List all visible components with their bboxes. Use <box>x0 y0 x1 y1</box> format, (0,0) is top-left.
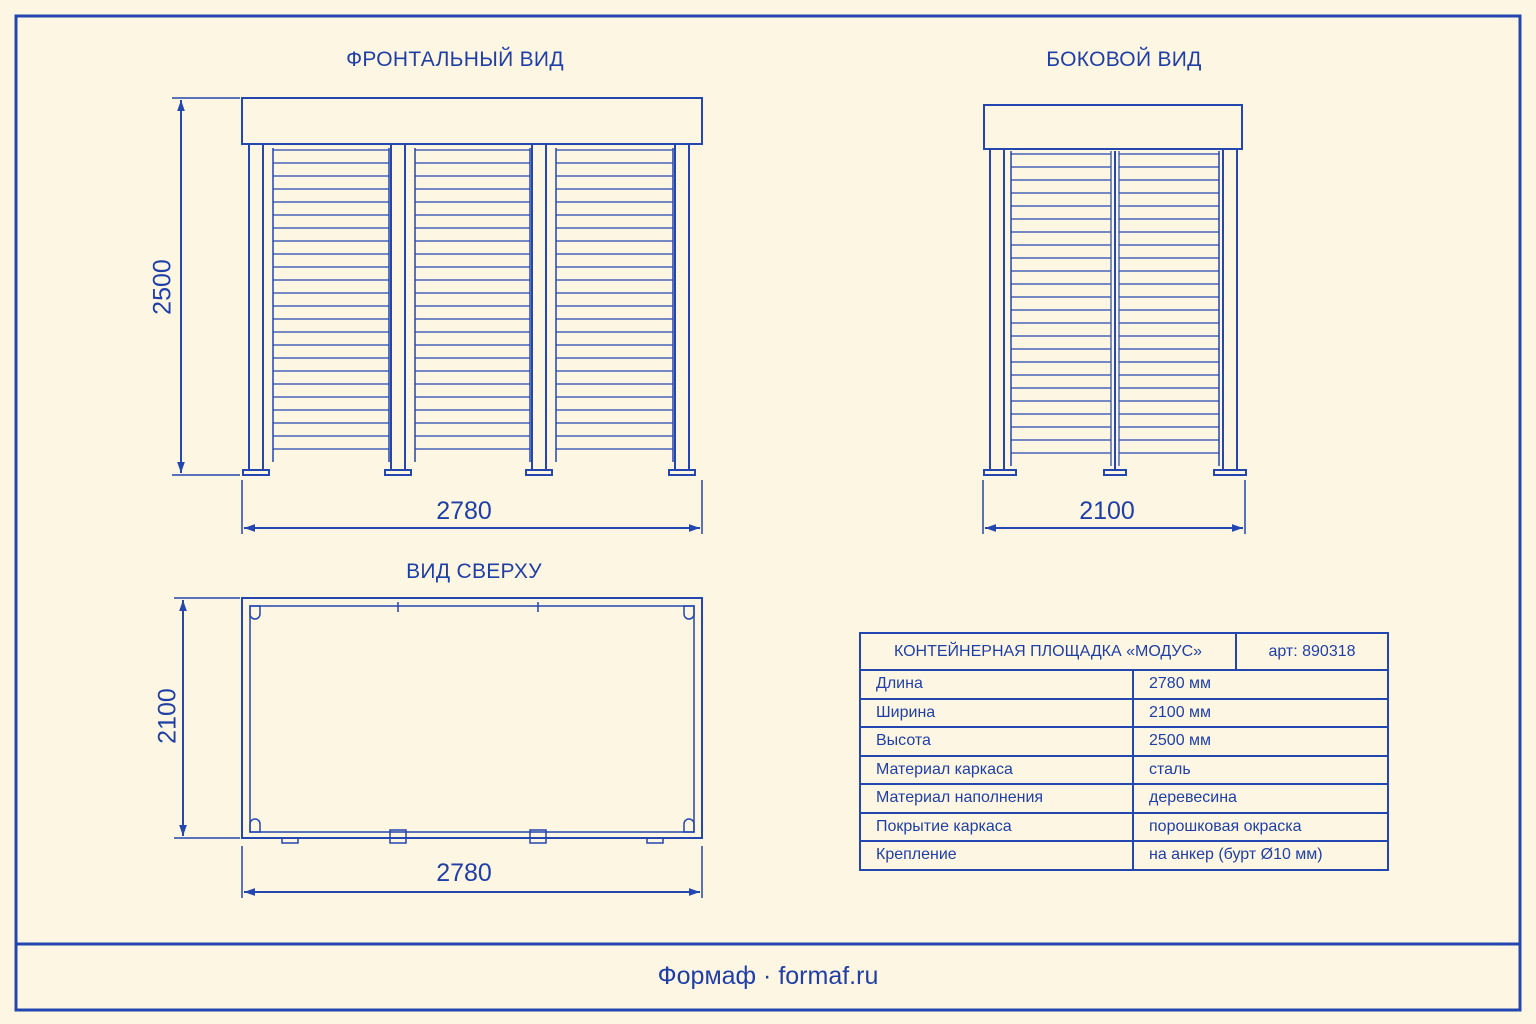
spec-value: деревесина <box>1132 783 1389 814</box>
top-view-title: ВИД СВЕРХУ <box>406 560 542 583</box>
side-view-drawing <box>982 104 1247 534</box>
front-post-base <box>384 469 412 476</box>
spec-param: Крепление <box>859 840 1134 871</box>
front-post-base <box>525 469 553 476</box>
top-corner-posts <box>249 605 695 833</box>
front-slats <box>272 148 674 462</box>
sheet-frame <box>14 14 1522 1012</box>
side-posts <box>983 148 1247 476</box>
front-post-base <box>242 469 270 476</box>
front-view-drawing <box>172 97 703 534</box>
spec-value: 2100 мм <box>1132 697 1389 728</box>
side-post <box>989 148 1005 471</box>
front-post <box>390 143 406 471</box>
top-view-drawing <box>174 597 703 898</box>
top-inner-outline <box>249 605 695 833</box>
spec-value: сталь <box>1132 754 1389 785</box>
spec-table-header: КОНТЕЙНЕРНАЯ ПЛОЩАДКА «МОДУС» арт: 89031… <box>859 632 1389 671</box>
spec-table: КОНТЕЙНЕРНАЯ ПЛОЩАДКА «МОДУС» арт: 89031… <box>859 632 1389 871</box>
top-depth-dim-label: 2100 <box>153 688 182 744</box>
side-post <box>1222 148 1238 471</box>
front-height-dim-label: 2500 <box>148 259 177 315</box>
side-view-title: БОКОВОЙ ВИД <box>1046 48 1202 71</box>
front-width-dim-label: 2780 <box>436 497 492 525</box>
product-title: КОНТЕЙНЕРНАЯ ПЛОЩАДКА «МОДУС» <box>859 632 1237 671</box>
front-roof <box>241 97 703 145</box>
side-post-base <box>1103 469 1127 476</box>
spec-param: Ширина <box>859 697 1134 728</box>
spec-value: 2500 мм <box>1132 726 1389 757</box>
top-outer-outline <box>241 597 703 839</box>
spec-param: Высота <box>859 726 1134 757</box>
top-width-dim-label: 2780 <box>436 859 492 887</box>
side-post-base <box>983 469 1017 476</box>
spec-value: порошковая окраска <box>1132 811 1389 842</box>
front-posts <box>242 143 696 476</box>
front-post <box>674 143 690 471</box>
front-post <box>248 143 264 471</box>
spec-param: Материал наполнения <box>859 783 1134 814</box>
front-view-title: ФРОНТАЛЬНЫЙ ВИД <box>346 48 564 71</box>
side-width-dim-label: 2100 <box>1079 497 1135 525</box>
side-slats <box>1010 151 1220 466</box>
side-post-base <box>1213 469 1247 476</box>
front-post <box>531 143 547 471</box>
top-base-plates <box>281 829 664 844</box>
spec-param: Покрытие каркаса <box>859 811 1134 842</box>
footer-brand: Формаф · formaf.ru <box>657 962 879 990</box>
article-number: арт: 890318 <box>1235 632 1389 671</box>
front-post-base <box>668 469 696 476</box>
side-roof <box>983 104 1243 150</box>
spec-param: Длина <box>859 669 1134 700</box>
spec-value: 2780 мм <box>1132 669 1389 700</box>
spec-param: Материал каркаса <box>859 754 1134 785</box>
spec-value: на анкер (бурт Ø10 мм) <box>1132 840 1389 871</box>
